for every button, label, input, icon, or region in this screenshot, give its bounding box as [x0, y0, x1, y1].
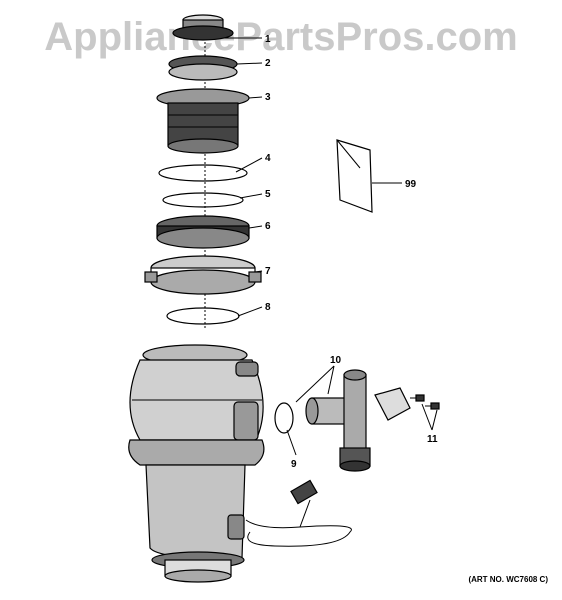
leader-lines	[224, 37, 438, 456]
part-5-backup-ring	[162, 192, 244, 208]
part-4-gasket	[158, 164, 248, 182]
callout-6: 6	[265, 221, 271, 232]
part-3-sink-flange	[156, 88, 250, 154]
disposer-body	[128, 344, 265, 583]
callout-4: 4	[265, 153, 271, 164]
part-9-seal	[274, 402, 294, 434]
callout-3: 3	[265, 92, 271, 103]
part-6-mounting-ring	[156, 215, 250, 249]
part-2-splash-guard	[168, 55, 238, 81]
callout-7: 7	[265, 266, 271, 277]
callout-99: 99	[405, 179, 417, 190]
part-8-gasket	[166, 307, 240, 325]
part-10-discharge-elbow	[305, 369, 411, 472]
part-99-manual	[336, 139, 373, 213]
callout-8: 8	[265, 302, 271, 313]
callout-2: 2	[265, 58, 271, 69]
callout-9: 9	[291, 459, 297, 470]
callout-5: 5	[265, 189, 271, 200]
part-1-stopper	[172, 14, 234, 41]
power-cord	[245, 479, 352, 547]
callout-10: 10	[330, 355, 342, 366]
part-11-screws	[410, 394, 440, 410]
callout-1: 1	[265, 34, 271, 45]
callout-11: 11	[427, 434, 438, 445]
watermark-text: AppliancePartsPros.com	[44, 15, 518, 59]
part-7-mounting-flange	[144, 255, 262, 295]
art-number-label: (ART NO. WC7608 C)	[468, 575, 548, 584]
manual-fold-line	[336, 139, 361, 169]
